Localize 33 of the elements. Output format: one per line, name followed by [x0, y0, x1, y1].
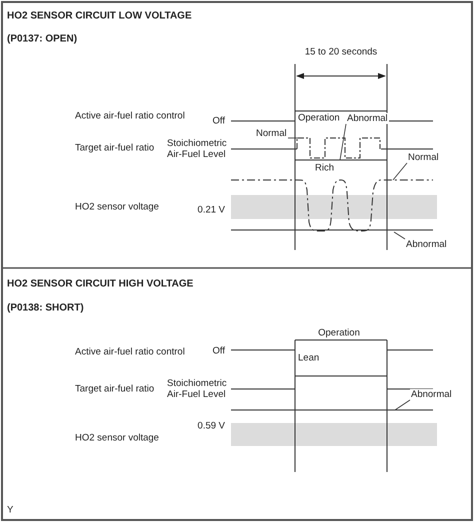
- sensor-voltage-trace: [230, 180, 434, 232]
- signal-label: Active air-fuel ratio control: [75, 346, 185, 358]
- callout-label: Abnormal: [405, 239, 448, 250]
- voltage-band: [231, 423, 437, 446]
- signal-label: Active air-fuel ratio control: [75, 110, 185, 122]
- callout-label: Normal: [255, 128, 288, 139]
- callout-label: Abnormal: [410, 389, 453, 400]
- state-label: Operation: [318, 328, 360, 338]
- leader-line: [394, 232, 406, 240]
- level-label: Stoichiometric Air-Fuel Level: [167, 138, 228, 160]
- state-label: Operation: [298, 112, 340, 124]
- figure-mark: Y: [7, 504, 14, 516]
- signal-label: Target air-fuel ratio: [75, 142, 154, 154]
- state-label: Lean: [298, 352, 320, 364]
- fault-code: (P0138: SHORT): [7, 302, 84, 314]
- leader-line: [394, 400, 410, 410]
- fault-code: (P0137: OPEN): [7, 34, 78, 44]
- signal-label: HO2 sensor voltage: [75, 432, 159, 444]
- level-label: Off: [212, 346, 225, 356]
- level-label: 0.59 V: [198, 420, 225, 432]
- level-label: Stoichiometric Air-Fuel Level: [167, 378, 228, 400]
- state-label: Rich: [315, 162, 334, 174]
- level-label: Off: [212, 116, 225, 126]
- section-heading: HO2 SENSOR CIRCUIT HIGH VOLTAGE: [7, 278, 194, 290]
- section-heading: HO2 SENSOR CIRCUIT LOW VOLTAGE: [7, 10, 192, 22]
- signal-label: Target air-fuel ratio: [75, 384, 154, 394]
- signal-label: HO2 sensor voltage: [75, 202, 159, 212]
- dimension-label: 15 to 20 seconds: [304, 46, 378, 58]
- callout-label: Normal: [407, 152, 440, 163]
- leader-line: [392, 162, 408, 180]
- callout-label: Abnormal: [346, 113, 389, 124]
- level-label: 0.21 V: [198, 204, 225, 216]
- leader-line: [340, 124, 346, 160]
